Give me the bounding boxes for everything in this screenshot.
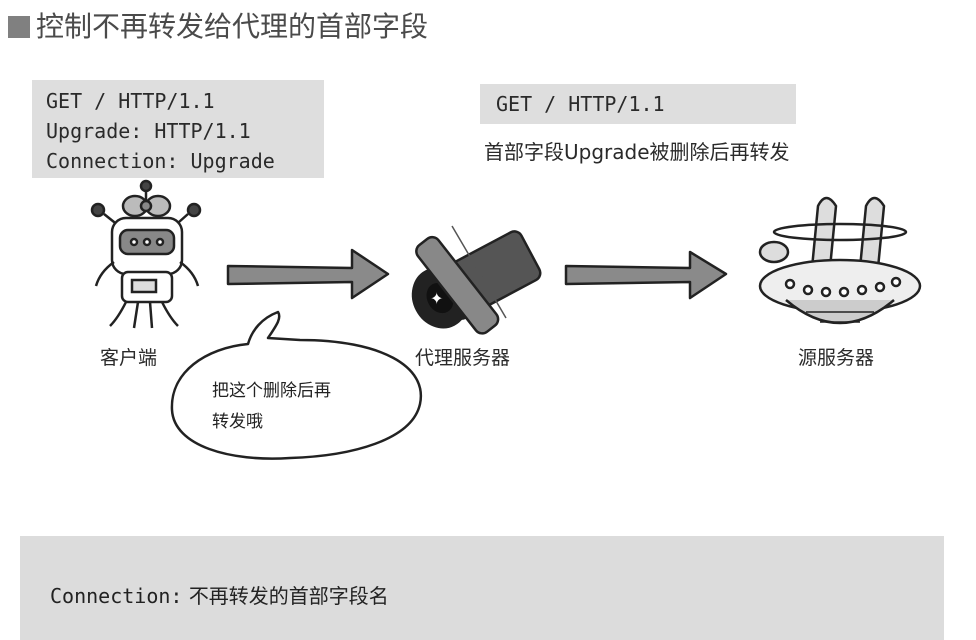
footer-text: Connection: 不再转发的首部字段名 — [50, 580, 389, 609]
speech-bubble-text: 把这个删除后再 转发哦 — [212, 376, 382, 438]
footer-description: 不再转发的首部字段名 — [188, 584, 389, 608]
title-square-icon — [8, 16, 30, 38]
title-text: 控制不再转发给代理的首部字段 — [36, 10, 429, 43]
page-title: 控制不再转发给代理的首部字段 — [8, 10, 428, 44]
proxy-note: 首部字段Upgrade被删除后再转发 — [484, 140, 790, 164]
client-label: 客户端 — [100, 347, 158, 369]
proxy-request-box: GET / HTTP/1.1 — [480, 84, 796, 124]
proxy-cylinder-icon: ✦ — [411, 225, 542, 335]
speech-line: 转发哦 — [212, 412, 263, 432]
footer-keyword: Connection: — [50, 584, 183, 608]
client-request-line: Connection: Upgrade — [46, 149, 275, 173]
robot-client-icon — [90, 179, 202, 329]
arrow-client-to-proxy — [226, 248, 390, 300]
proxy-request-line: GET / HTTP/1.1 — [496, 92, 665, 116]
ufo-origin-server-icon — [758, 196, 922, 325]
footer-definition-box: Connection: 不再转发的首部字段名 — [20, 536, 944, 640]
svg-text:✦: ✦ — [430, 289, 443, 308]
arrow-proxy-to-origin — [564, 250, 728, 300]
client-request-line: GET / HTTP/1.1 — [46, 89, 215, 113]
origin-label: 源服务器 — [798, 347, 875, 369]
proxy-label: 代理服务器 — [415, 347, 511, 369]
client-request-line: Upgrade: HTTP/1.1 — [46, 119, 251, 143]
speech-line: 把这个删除后再 — [212, 381, 331, 401]
